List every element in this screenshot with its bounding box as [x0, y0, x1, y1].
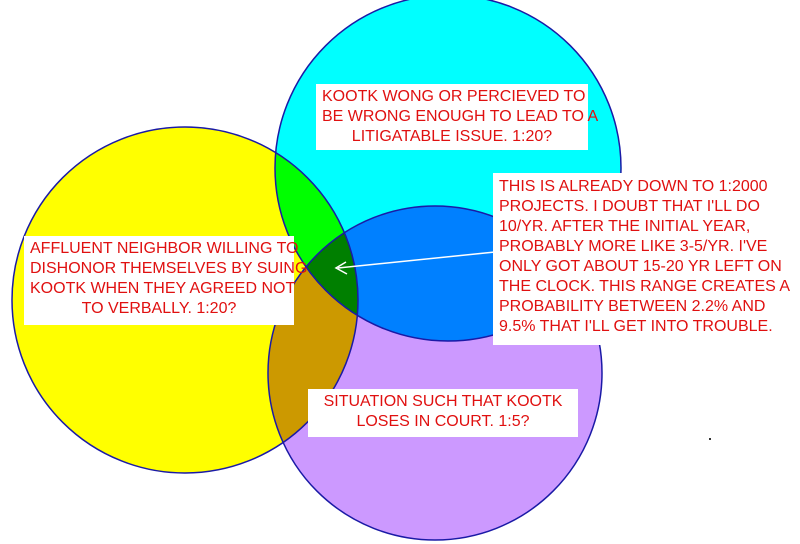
pointer-arrow-head — [334, 261, 348, 275]
label-top-line: BE WRONG ENOUGH TO LEAD TO A — [322, 108, 599, 125]
label-bottom-line: SITUATION SUCH THAT KOOTK — [323, 393, 563, 410]
circle-bottom-outline — [267, 205, 603, 541]
label-top-line: KOOTK WONG OR PERCIEVED TO — [322, 88, 586, 105]
pointer-arrow-line — [337, 251, 496, 269]
stray-dot — [709, 438, 711, 440]
label-top-circle: KOOTK WONG OR PERCIEVED TO BE WRONG ENOU… — [316, 84, 599, 150]
label-left-line: AFFLUENT NEIGHBOR WILLING TO — [30, 240, 299, 257]
label-top-line: LITIGATABLE ISSUE. 1:20? — [351, 128, 553, 145]
label-left-line: KOOTK WHEN THEY AGREED NOT — [30, 280, 296, 297]
overlap-all — [275, 206, 358, 341]
note-line: THIS IS ALREADY DOWN TO 1:2000 — [499, 178, 768, 195]
circle-top-outline — [274, 0, 622, 342]
note-line: ONLY GOT ABOUT 15-20 YR LEFT ON — [499, 258, 782, 275]
note-line: PROBABLY MORE LIKE 3-5/YR. I'VE — [499, 238, 768, 255]
label-left-circle: AFFLUENT NEIGHBOR WILLING TO DISHONOR TH… — [24, 236, 308, 325]
note-line: PROBABILITY BETWEEN 2.2% AND — [499, 298, 766, 315]
label-left-line: TO VERBALLY. 1:20? — [81, 300, 237, 317]
note-line: PROJECTS. I DOUBT THAT I'LL DO — [499, 198, 760, 215]
circle-left-outline — [11, 126, 359, 474]
label-left-line: DISHONOR THEMSELVES BY SUING — [30, 260, 308, 277]
note-line: THE CLOCK. THIS RANGE CREATES A — [499, 278, 791, 295]
note-line: 10/YR. AFTER THE INITIAL YEAR, — [499, 218, 751, 235]
label-bottom-line: LOSES IN COURT. 1:5? — [356, 413, 530, 430]
annotation-note: THIS IS ALREADY DOWN TO 1:2000 PROJECTS.… — [493, 173, 793, 345]
note-line: 9.5% THAT I'LL GET INTO TROUBLE. — [499, 318, 773, 335]
label-bottom-circle: SITUATION SUCH THAT KOOTK LOSES IN COURT… — [308, 389, 578, 437]
